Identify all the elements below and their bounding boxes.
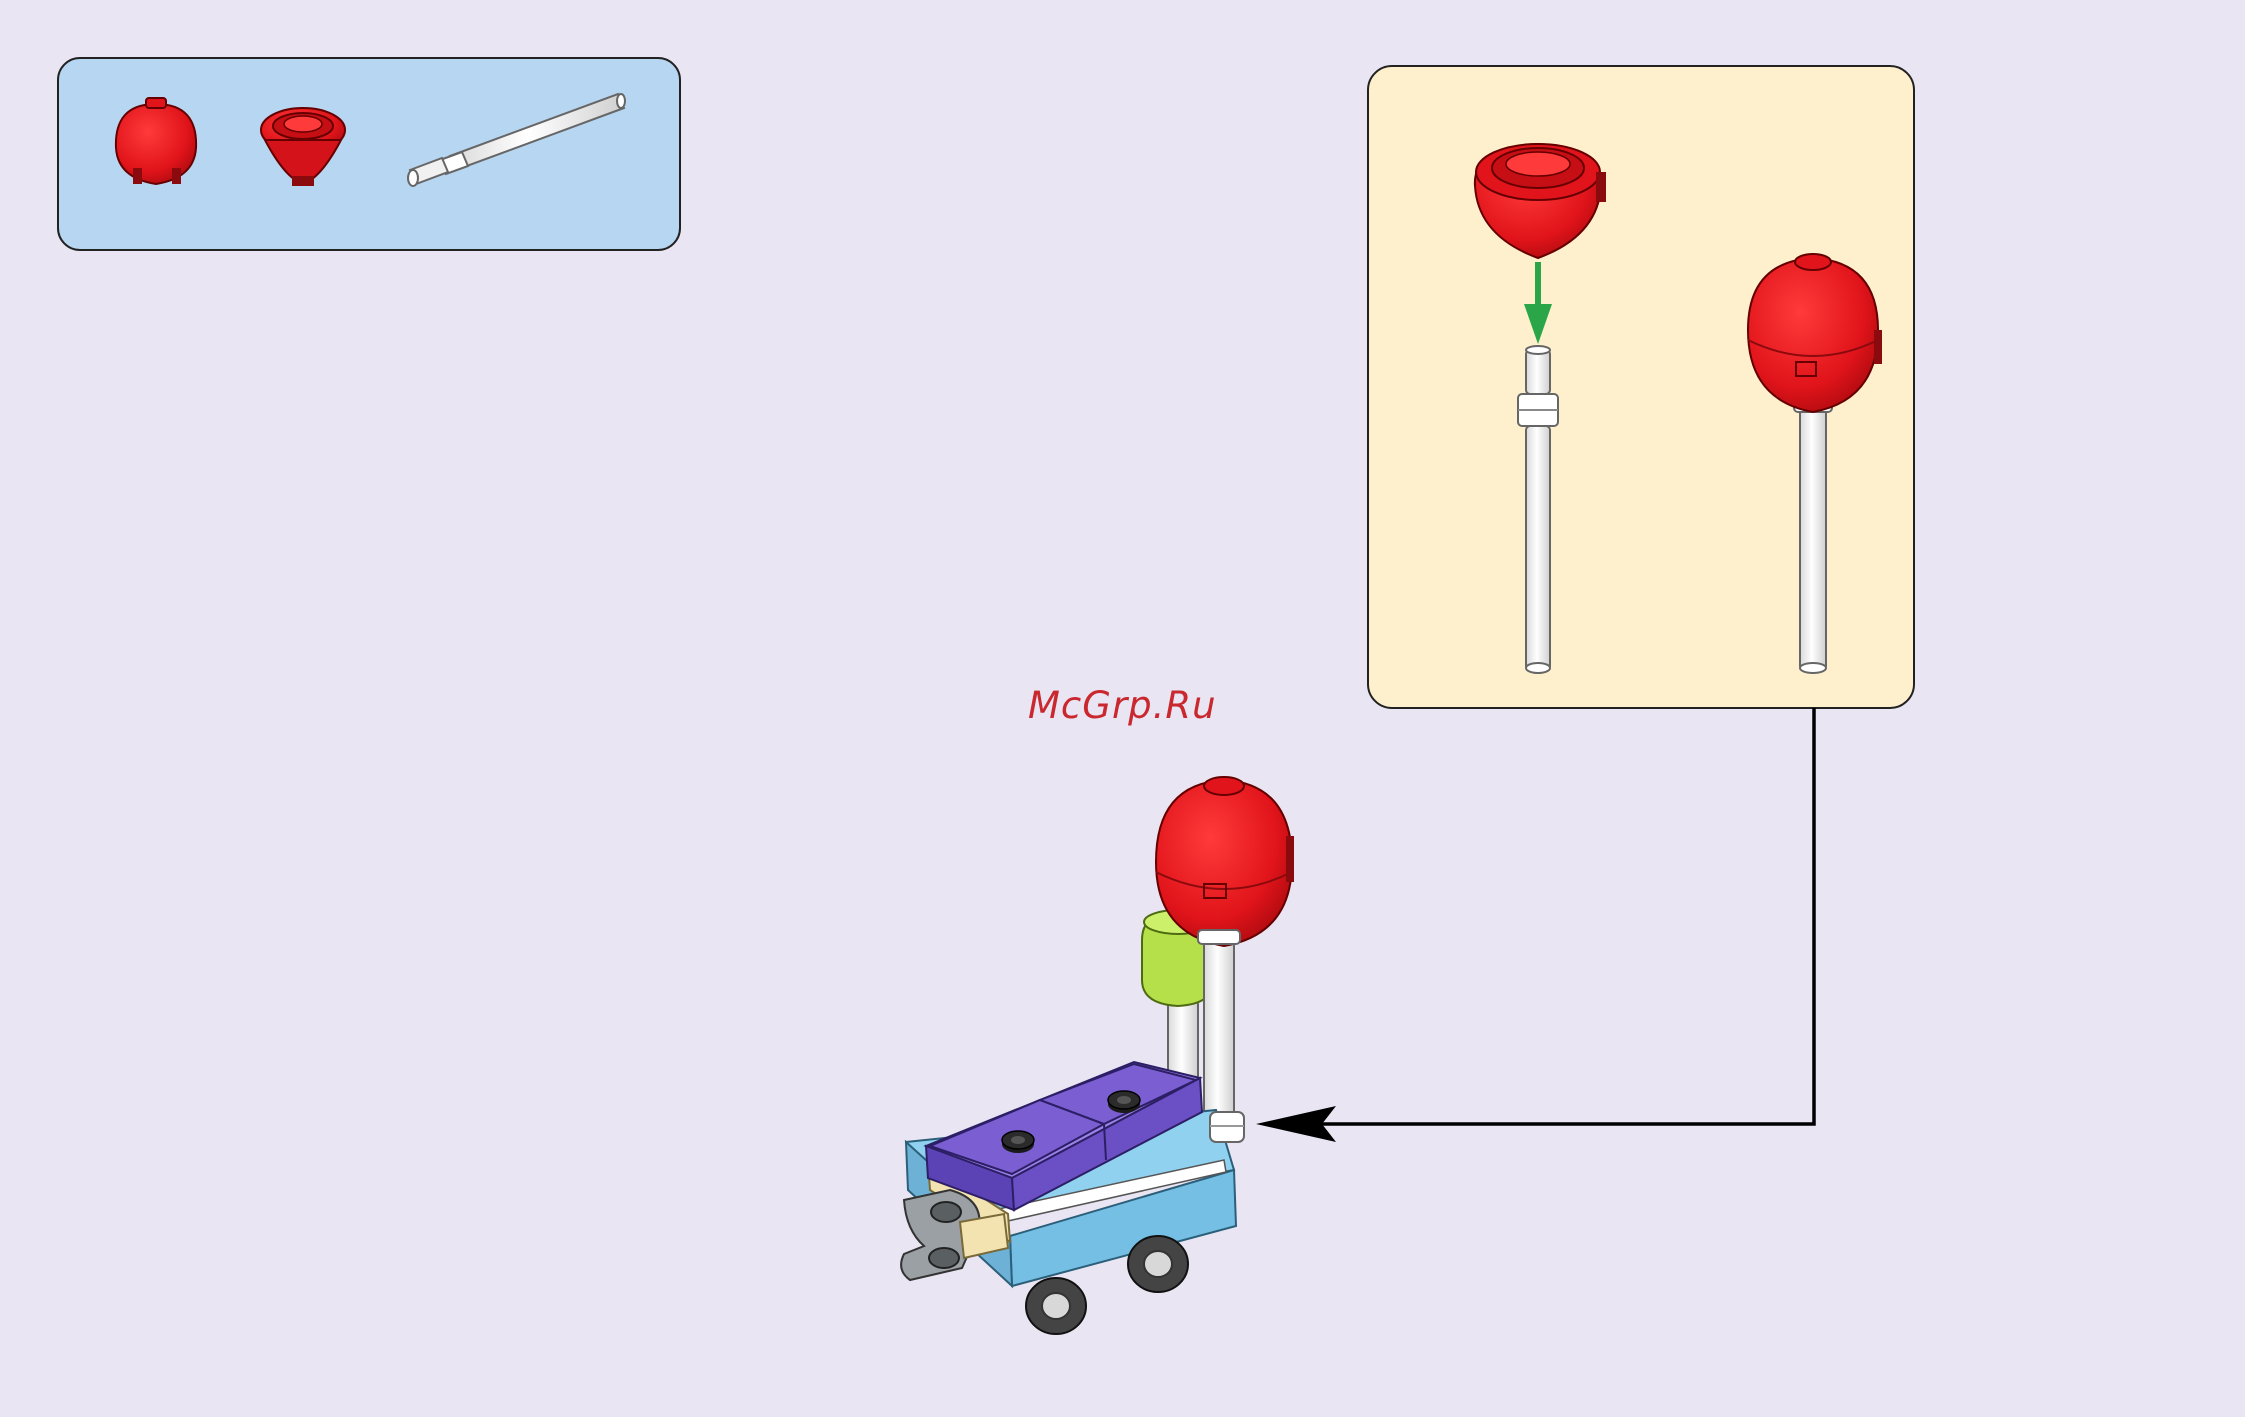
subassembly-panel <box>1368 66 1914 708</box>
model-wheel-front <box>1026 1278 1086 1334</box>
model-stud-right <box>1108 1091 1140 1113</box>
model-bar-connector <box>1210 1112 1244 1142</box>
model-wheel-rear <box>1128 1236 1188 1292</box>
parts-list-panel <box>58 58 680 250</box>
model-balloon-cart <box>901 777 1294 1334</box>
callout-connector <box>1256 708 1814 1142</box>
watermark: McGrp.Ru <box>1028 684 1217 727</box>
model-stud-left <box>1002 1131 1034 1153</box>
